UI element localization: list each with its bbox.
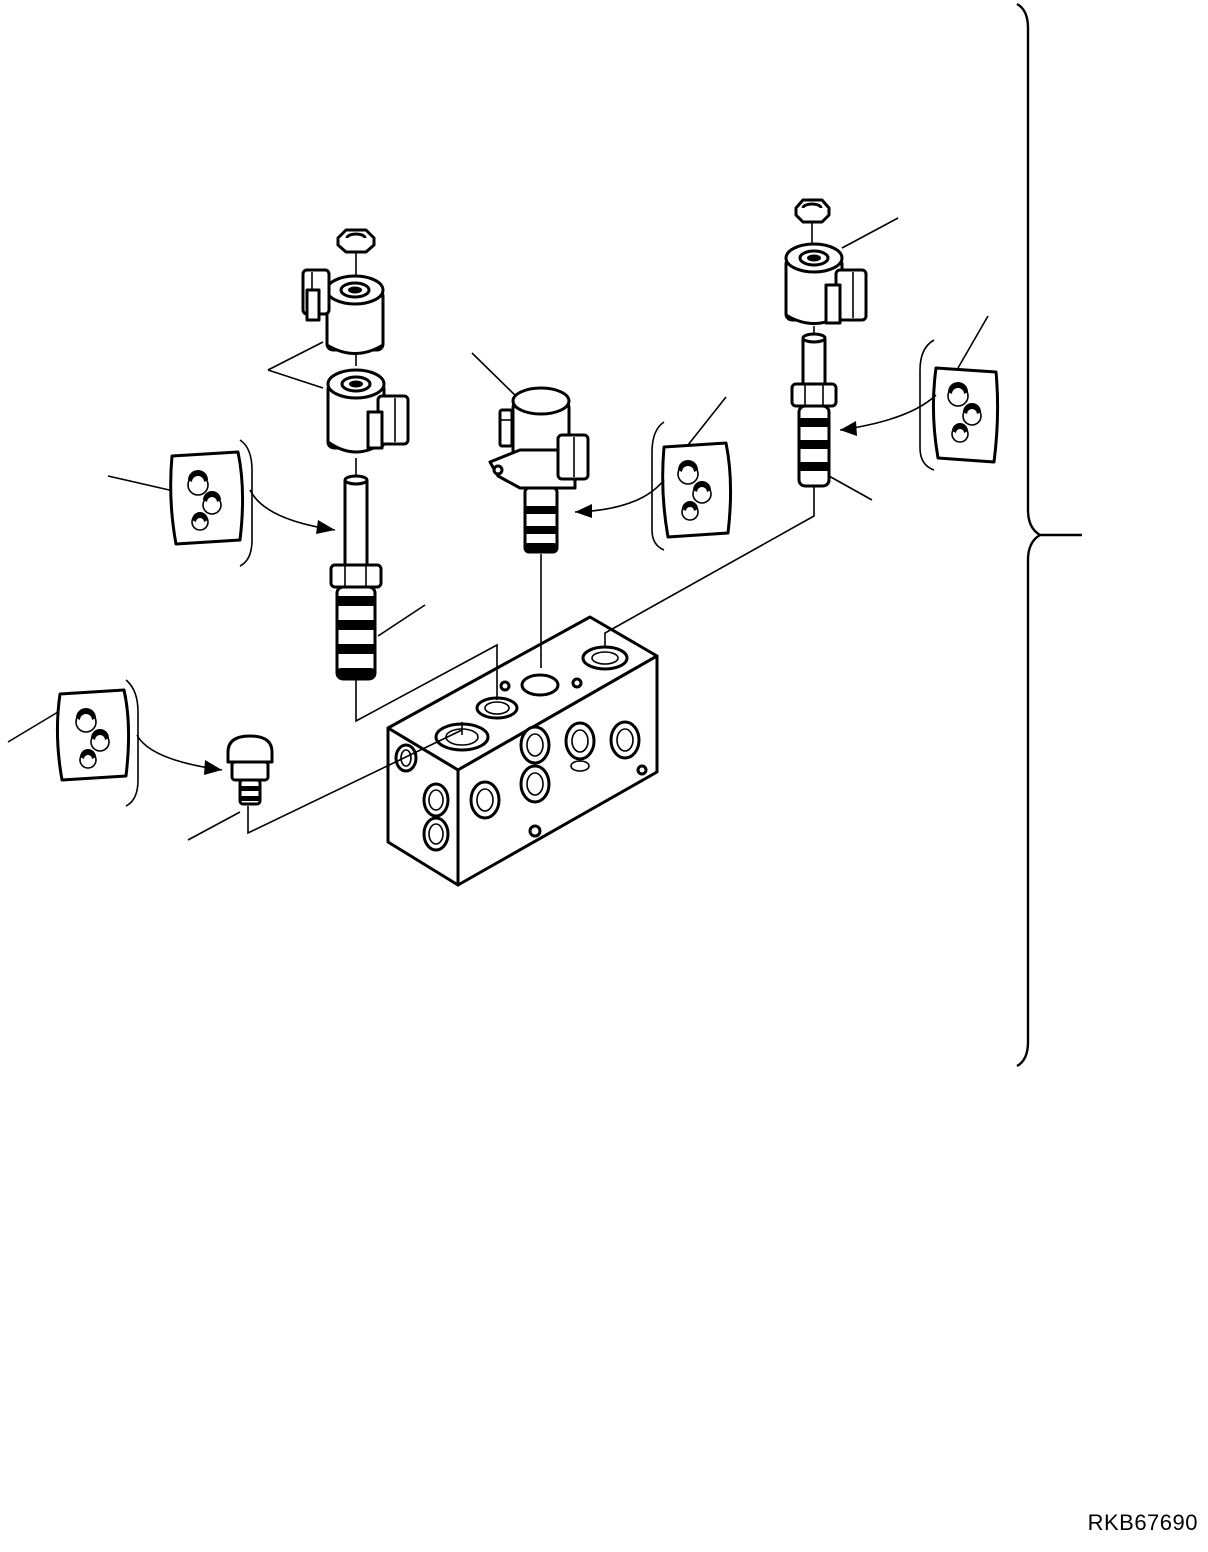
solenoid-coil [326, 368, 410, 454]
thread-sealant-tube [55, 679, 223, 807]
hex-nut [794, 198, 831, 224]
thread-sealant-tube [839, 315, 1000, 471]
proportional-solenoid-valve [471, 352, 590, 668]
solenoid-coil [301, 268, 385, 355]
plug [7, 711, 463, 841]
solenoid-coil [784, 242, 868, 325]
right-solenoid-assembly [604, 198, 899, 648]
left-solenoid-assembly [107, 228, 426, 681]
solenoid-valve-stem [790, 332, 838, 488]
thread-sealant-tube [574, 396, 733, 551]
drawing-reference-code: RKB67690 [1087, 1510, 1198, 1535]
solenoid-valve-stem [329, 474, 383, 681]
valve-block [386, 615, 659, 887]
assembly-bracket [1016, 2, 1082, 1068]
hex-nut [336, 228, 376, 254]
thread-sealant-tube [169, 439, 336, 567]
